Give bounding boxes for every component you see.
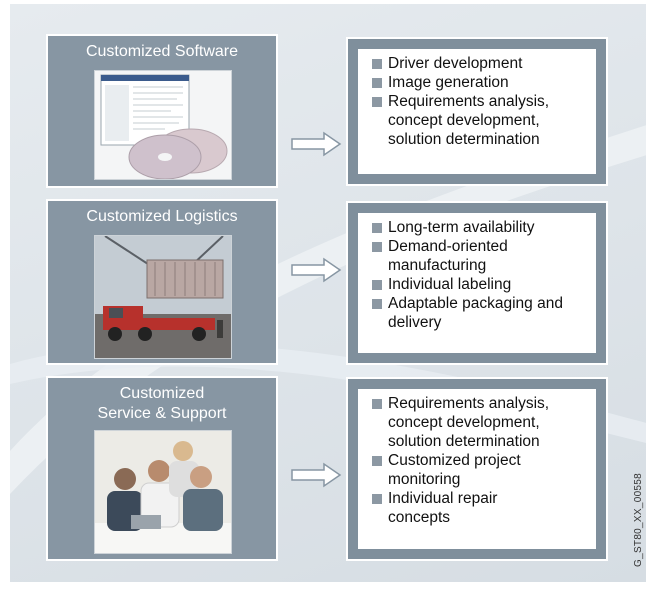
container-truck-photo	[94, 235, 232, 359]
business-meeting-photo	[94, 430, 232, 554]
feature-list-box: Long-term availability Demand-oriented m…	[358, 213, 596, 353]
list-item: Driver development	[372, 54, 592, 73]
diagram-background: Customized Software	[10, 4, 646, 582]
list-item: Individual labeling	[372, 275, 592, 294]
panel-customized-service-support: Customized Service & Support	[46, 376, 278, 561]
panel-customized-logistics: Customized Logistics	[46, 199, 278, 365]
features-service-support: Requirements analysis, concept developme…	[346, 377, 608, 561]
list-item: Long-term availability	[372, 218, 592, 237]
list-item: Demand-oriented manufacturing	[372, 237, 592, 275]
feature-list-box: Requirements analysis, concept developme…	[358, 389, 596, 549]
arrow-icon	[291, 131, 342, 157]
list-item: Image generation	[372, 73, 592, 92]
features-software: Driver development Image generation Requ…	[346, 37, 608, 186]
list-item: Requirements analysis, concept developme…	[372, 92, 592, 149]
panel-title: Customized Service & Support	[97, 385, 227, 422]
panel-title: Customized Software	[85, 43, 239, 60]
list-item: Adaptable packaging and delivery	[372, 294, 592, 332]
list-item: Requirements analysis, concept developme…	[372, 394, 592, 451]
list-item: Individual repair concepts	[372, 489, 592, 527]
features-logistics: Long-term availability Demand-oriented m…	[346, 201, 608, 365]
feature-list-box: Driver development Image generation Requ…	[358, 49, 596, 174]
software-and-cds-photo	[94, 70, 232, 180]
figure-code: G_ST80_XX_00558	[633, 472, 644, 567]
panel-title: Customized Logistics	[86, 208, 238, 225]
arrow-icon	[291, 462, 342, 488]
list-item: Customized project monitoring	[372, 451, 592, 489]
panel-customized-software: Customized Software	[46, 34, 278, 188]
arrow-icon	[291, 257, 342, 283]
